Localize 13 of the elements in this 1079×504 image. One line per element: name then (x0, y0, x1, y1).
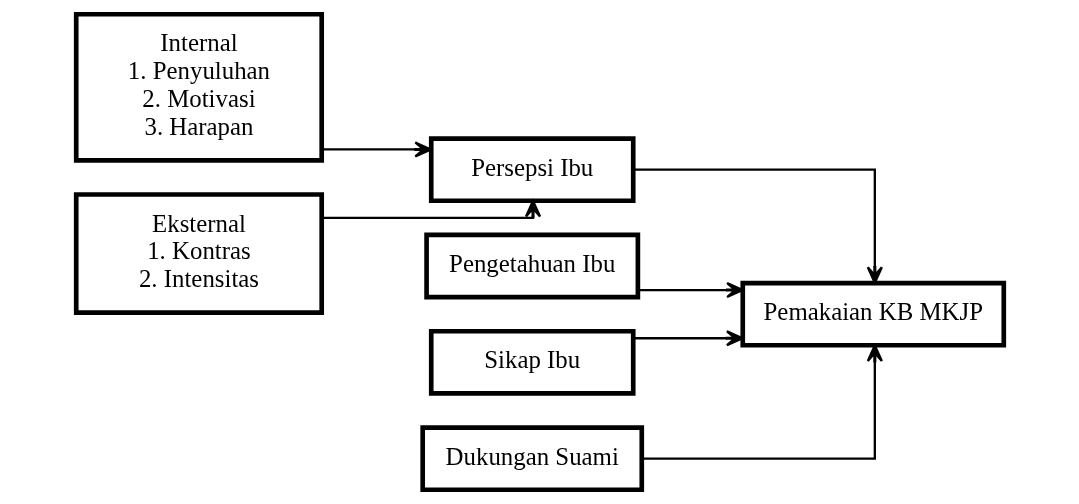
node-box: Sikap Ibu (428, 328, 636, 396)
arrow (637, 281, 744, 299)
arrow (641, 344, 883, 460)
node-box: Persepsi Ibu (428, 136, 636, 204)
arrow (633, 168, 883, 284)
arrow (321, 199, 541, 219)
node-box: Dukungan Suami (419, 425, 644, 493)
arrow (321, 141, 432, 158)
node-box: Eksternal 1. Kontras 2. Intensitas (73, 192, 324, 315)
node-box: Pengetahuan Ibu (423, 232, 640, 300)
node-box: Internal 1. Penyuluhan 2. Motivasi 3. Harapan (73, 11, 324, 163)
node-box: Pemakaian KB MKJP (739, 280, 1006, 348)
arrow (633, 330, 744, 347)
